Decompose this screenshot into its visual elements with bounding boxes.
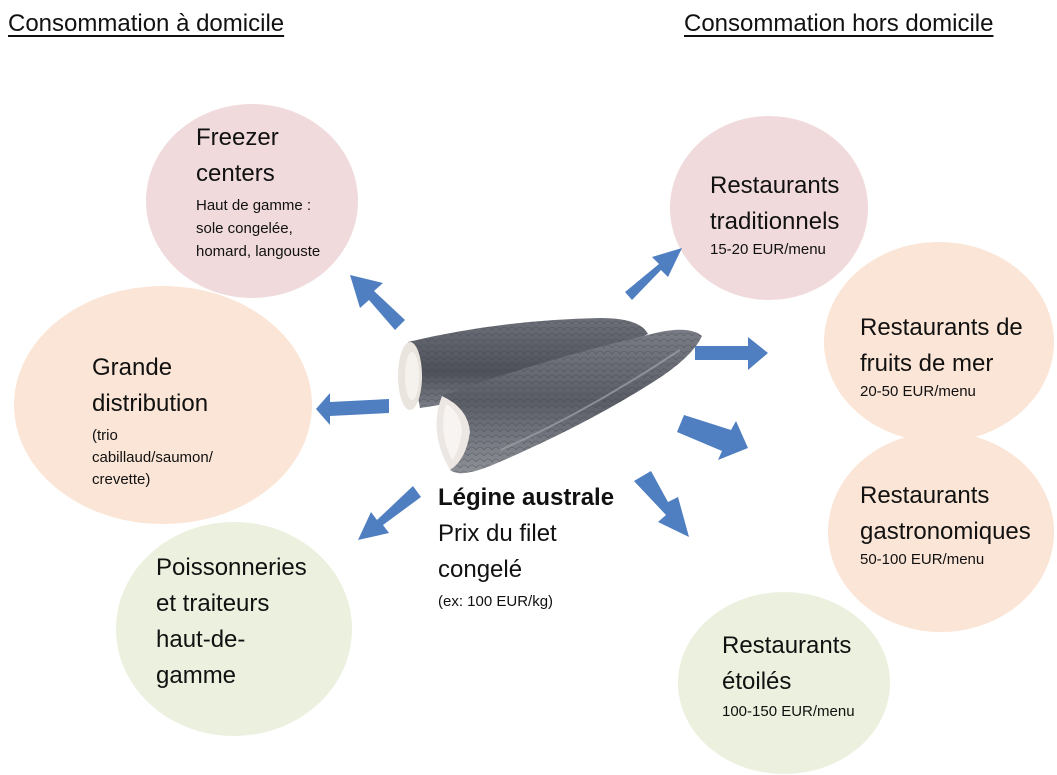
restaurants-etoiles-price: 100-150 EUR/menu bbox=[722, 702, 855, 722]
restaurants-traditionnels-title-line2: traditionnels bbox=[710, 204, 839, 240]
freezer-centers-desc-line3: homard, langouste bbox=[196, 242, 320, 262]
poissonneries-line4: gamme bbox=[156, 658, 236, 694]
restaurants-fruits-de-mer-title-line2: fruits de mer bbox=[860, 346, 993, 382]
center-price-label-line1: Prix du filet bbox=[438, 518, 557, 550]
restaurants-etoiles-title-line1: Restaurants bbox=[722, 628, 851, 664]
center-species-name: Légine australe bbox=[438, 482, 614, 514]
freezer-centers-title-line2: centers bbox=[196, 156, 275, 192]
restaurants-etoiles-title-line2: étoilés bbox=[722, 664, 791, 700]
grande-distribution-desc-line2: cabillaud/saumon/ bbox=[92, 448, 213, 468]
poissonneries-line3: haut-de- bbox=[156, 622, 245, 658]
center-price-label-line2: congelé bbox=[438, 554, 522, 586]
restaurants-gastronomiques-title-line1: Restaurants bbox=[860, 478, 989, 514]
toothfish-fillet-image bbox=[380, 300, 710, 490]
poissonneries-line2: et traiteurs bbox=[156, 586, 269, 622]
restaurants-traditionnels-price: 15-20 EUR/menu bbox=[710, 240, 826, 260]
grande-distribution-desc-line3: crevette) bbox=[92, 470, 150, 490]
restaurants-traditionnels-title-line1: Restaurants bbox=[710, 168, 839, 204]
restaurants-gastronomiques-price: 50-100 EUR/menu bbox=[860, 550, 984, 570]
restaurants-gastronomiques-title-line2: gastronomiques bbox=[860, 514, 1031, 550]
restaurants-fruits-de-mer-title-line1: Restaurants de bbox=[860, 310, 1023, 346]
freezer-centers-desc-line2: sole congelée, bbox=[196, 219, 293, 239]
poissonneries-line1: Poissonneries bbox=[156, 550, 307, 586]
grande-distribution-title-line1: Grande bbox=[92, 350, 172, 386]
freezer-centers-desc-line1: Haut de gamme : bbox=[196, 196, 311, 216]
arrow-to-grande-distribution bbox=[316, 393, 389, 425]
restaurants-fruits-de-mer-price: 20-50 EUR/menu bbox=[860, 382, 976, 402]
grande-distribution-desc-line1: (trio bbox=[92, 426, 118, 446]
center-price-example: (ex: 100 EUR/kg) bbox=[438, 592, 553, 612]
freezer-centers-title-line1: Freezer bbox=[196, 120, 279, 156]
arrow-to-restaurants-traditionnels bbox=[625, 248, 682, 300]
grande-distribution-title-line2: distribution bbox=[92, 386, 208, 422]
arrow-to-poissonneries bbox=[358, 486, 421, 540]
